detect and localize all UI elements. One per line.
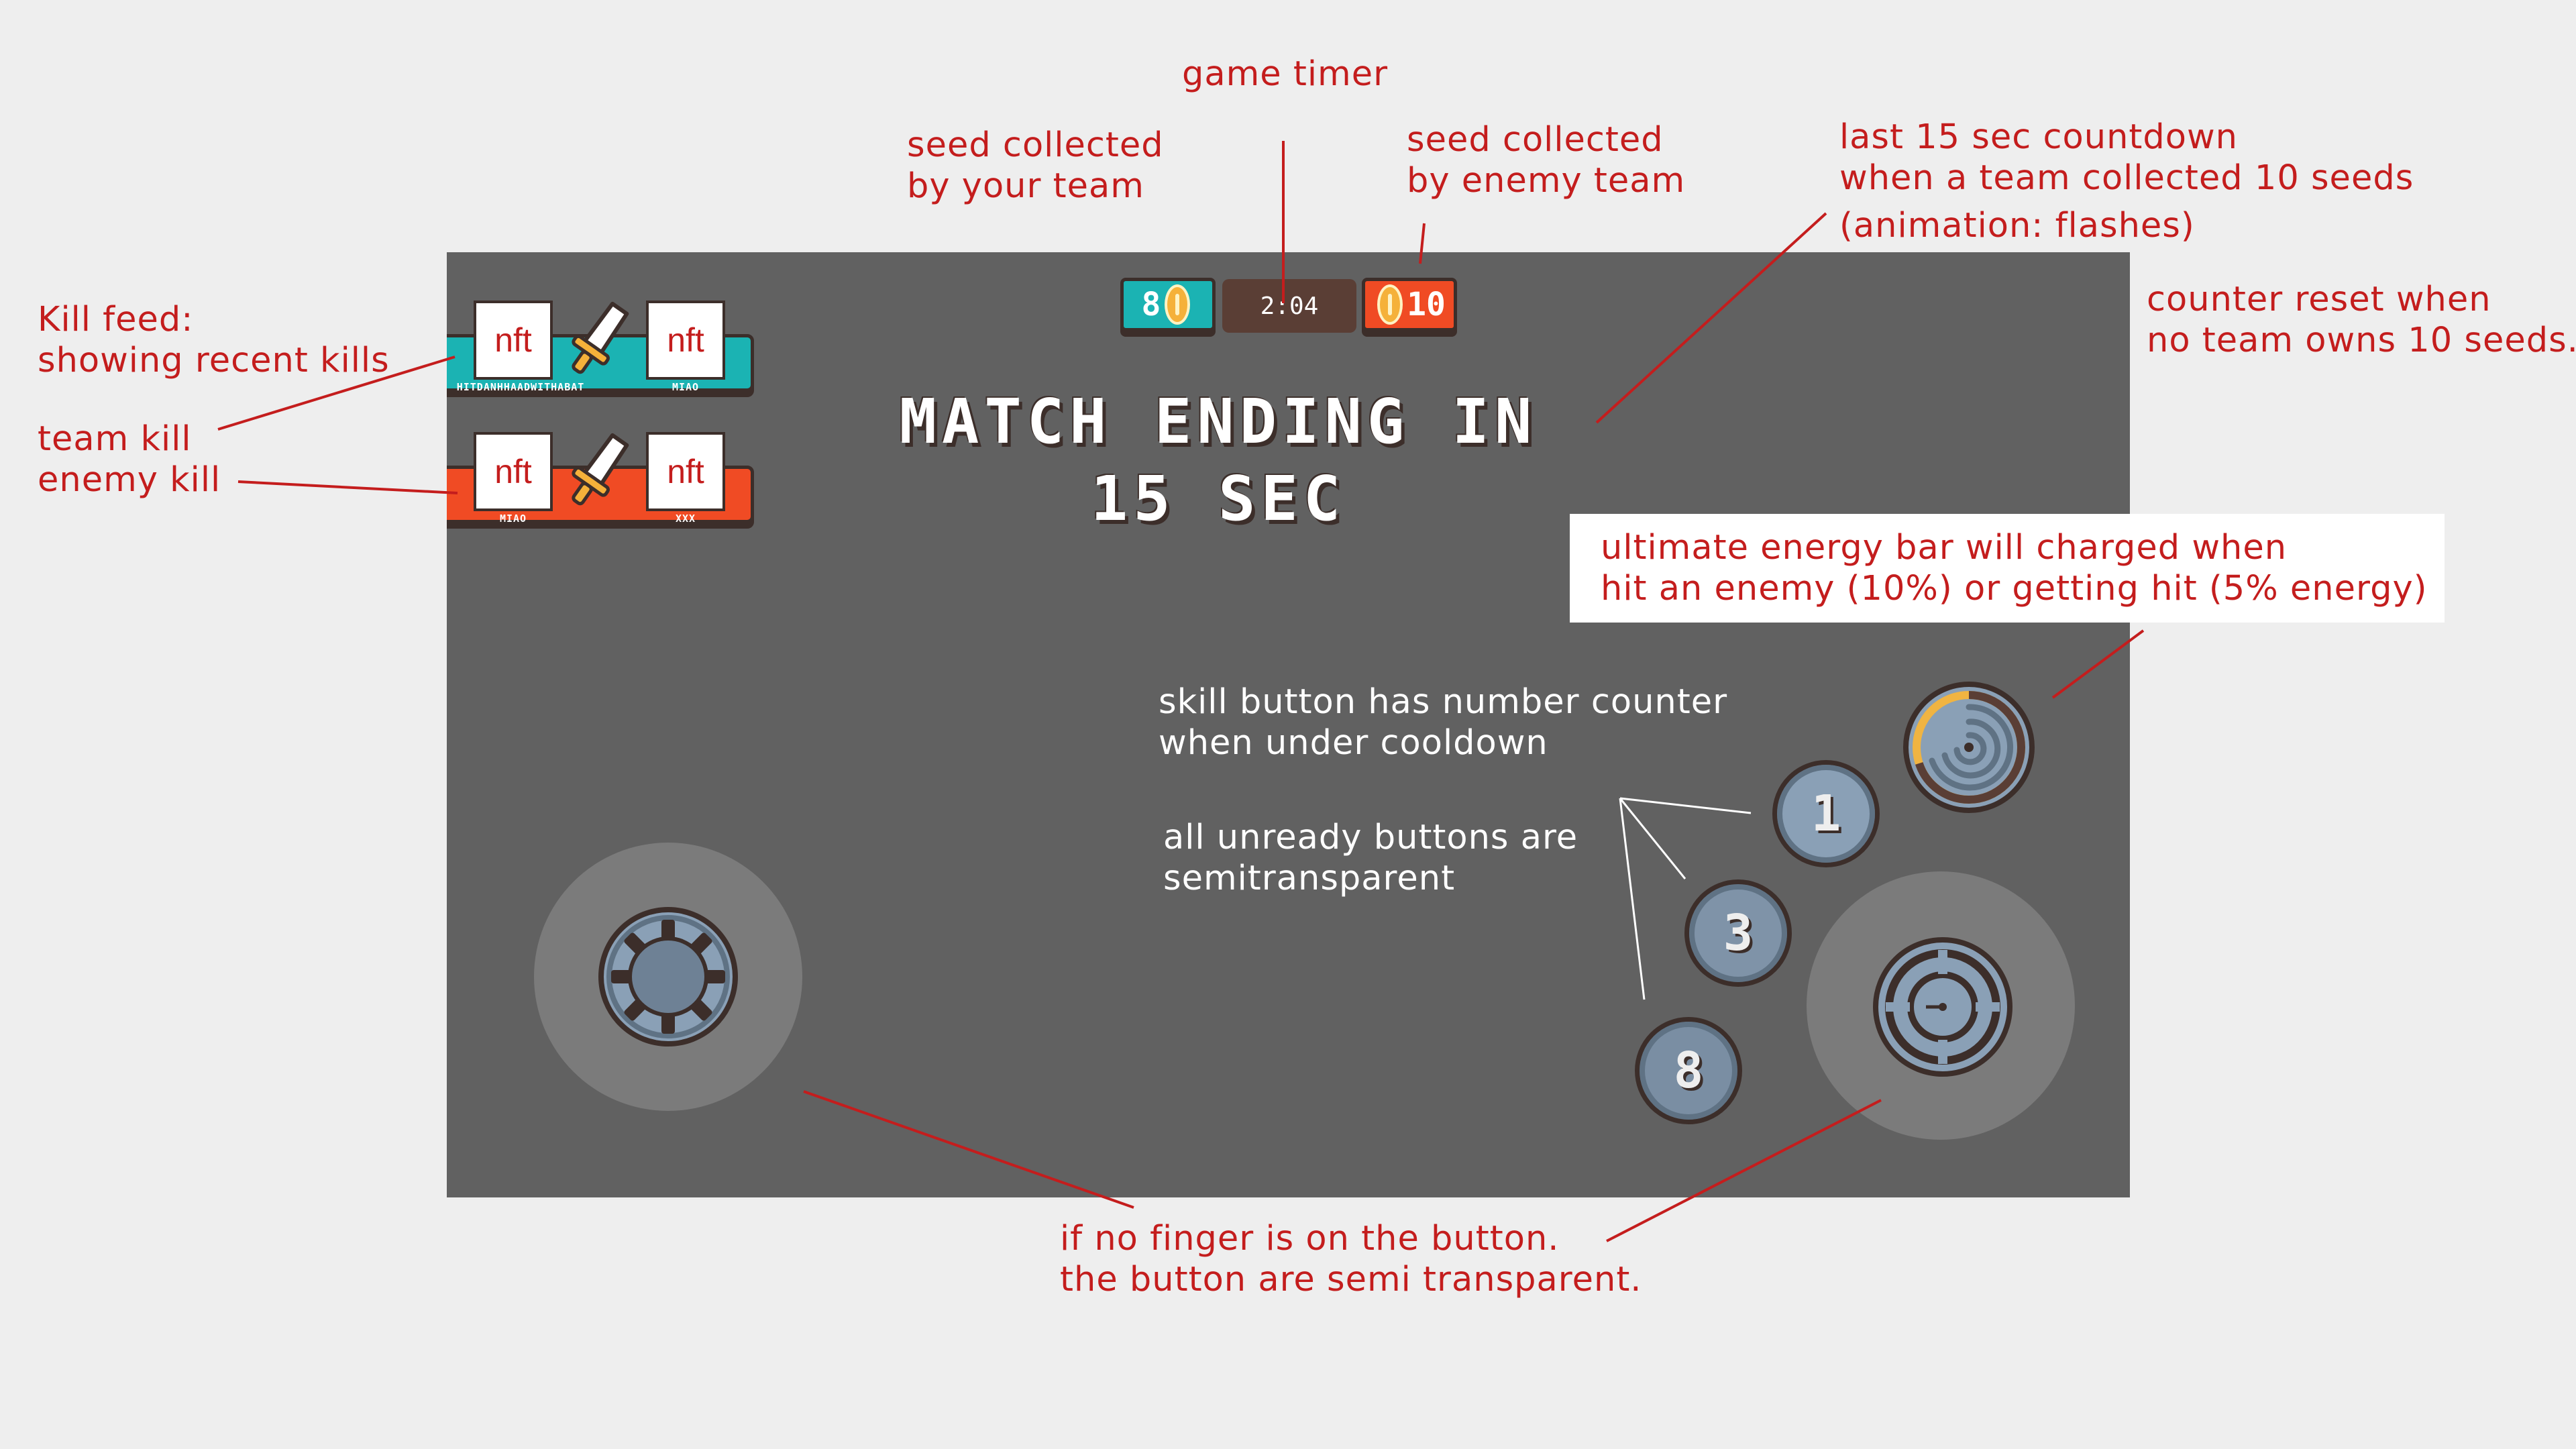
annotation-line: skill button has number counter: [1159, 682, 1728, 722]
annotation-line: enemy kill: [38, 460, 221, 500]
victim-avatar: nft: [646, 301, 725, 380]
victim-avatar: nft: [646, 432, 725, 511]
killer-avatar: nft: [474, 432, 553, 511]
kill-feed-item-enemy: nft nft MIAO XXX: [447, 425, 765, 526]
enemy-seed-count: 10: [1407, 286, 1446, 323]
match-ending-seconds: 15 SEC: [1090, 463, 1346, 535]
seed-icon: [1377, 284, 1403, 325]
annotation-unready: all unready buttons are semitransparent: [1163, 817, 1578, 899]
annotation-seed-enemy: seed collected by enemy team: [1407, 119, 1685, 201]
annotation-counter-reset: counter reset when no team owns 10 seeds…: [2147, 279, 2576, 361]
annotation-ultimate: ultimate energy bar will charged when hi…: [1570, 514, 2445, 623]
skill-cooldown-counter: 8: [1673, 1042, 1704, 1099]
annotation-line: last 15 sec countdown: [1839, 117, 2239, 157]
annotation-cooldown: skill button has number counter when und…: [1159, 682, 1727, 763]
annotation-kill-feed: Kill feed: showing recent kills: [38, 299, 390, 381]
victim-name: MIAO: [672, 381, 700, 393]
annotation-line: semitransparent: [1163, 859, 1456, 898]
victim-name: XXX: [675, 513, 696, 525]
annotation-line: by your team: [907, 166, 1144, 206]
annotation-line: Kill feed:: [38, 300, 194, 339]
game-timer: 2:04: [1222, 279, 1356, 333]
annotation-line: seed collected: [1407, 120, 1664, 160]
game-screen: nft nft HITDANHHAADWITHABAT MIAO nft nft…: [447, 252, 2130, 1197]
leader-line: [237, 480, 458, 494]
annotation-line: all unready buttons are: [1163, 818, 1578, 857]
annotation-line: when under cooldown: [1159, 723, 1548, 763]
killer-name: MIAO: [499, 513, 527, 525]
skill-button-1[interactable]: 1: [1772, 760, 1880, 867]
annotation-line: hit an enemy (10%) or getting hit (5% en…: [1601, 569, 2428, 608]
sword-icon: [572, 301, 629, 374]
team-seed-count: 8: [1141, 286, 1161, 323]
annotation-game-timer: game timer: [1182, 54, 1389, 94]
skill-cooldown-counter: 1: [1811, 785, 1841, 843]
annotation-team-kill: team kill enemy kill: [38, 419, 221, 500]
skill-button-3[interactable]: 8: [1635, 1017, 1742, 1124]
crosshair-icon[interactable]: [1872, 936, 2013, 1077]
match-ending-line: MATCH ENDING IN: [899, 386, 1538, 458]
annotation-line: seed collected: [907, 125, 1164, 165]
sword-icon: [572, 433, 629, 506]
enemy-seed-counter: 10: [1362, 278, 1457, 331]
annotation-line: (animation: flashes): [1839, 206, 2195, 246]
gear-icon[interactable]: [598, 906, 739, 1047]
annotation-line: team kill: [38, 419, 192, 459]
annotation-line: counter reset when: [2147, 280, 2491, 319]
kill-feed-item-team: nft nft HITDANHHAADWITHABAT MIAO: [447, 294, 765, 394]
annotation-line: no team owns 10 seeds.: [2147, 321, 2576, 360]
annotation-line: showing recent kills: [38, 341, 390, 380]
ultimate-energy-empty: [1913, 691, 2025, 804]
annotation-seed-yours: seed collected by your team: [907, 125, 1164, 207]
match-ending-countdown: MATCH ENDING IN 15 SEC: [849, 383, 1587, 537]
team-seed-counter: 8: [1120, 278, 1216, 331]
annotation-line: ultimate energy bar will charged when: [1601, 528, 2288, 568]
annotation-line: by enemy team: [1407, 161, 1686, 201]
killer-name: HITDANHHAADWITHABAT: [456, 381, 585, 393]
skill-cooldown-counter: 3: [1723, 904, 1754, 962]
annotation-countdown: last 15 sec countdown when a team collec…: [1839, 117, 2414, 246]
ultimate-button[interactable]: [1902, 680, 2036, 814]
annotation-line: the button are semi transparent.: [1060, 1260, 1642, 1299]
seed-icon: [1165, 284, 1191, 325]
skill-button-2[interactable]: 3: [1684, 879, 1792, 987]
annotation-line: when a team collected 10 seeds: [1839, 158, 2414, 198]
annotation-line: if no finger is on the button.: [1060, 1219, 1560, 1258]
killer-avatar: nft: [474, 301, 553, 380]
annotation-finger: if no finger is on the button. the butto…: [1060, 1218, 1642, 1300]
